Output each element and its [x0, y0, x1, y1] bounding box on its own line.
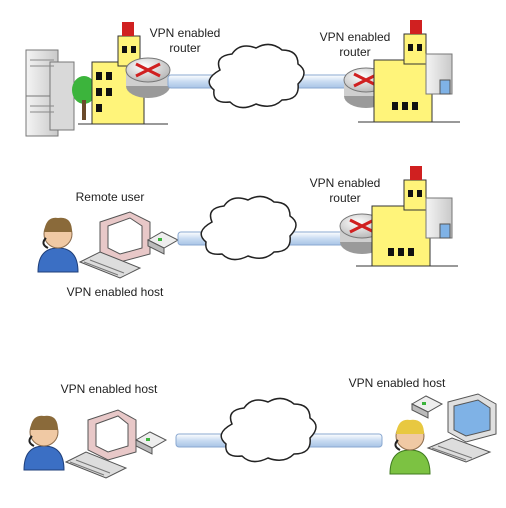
router-icon — [125, 57, 171, 98]
tree-icon — [72, 76, 96, 120]
cloud-icon — [208, 43, 305, 109]
modem-icon — [134, 431, 168, 455]
label-scenario1-right: VPN enabled router — [319, 30, 391, 59]
user-icon — [37, 217, 79, 273]
label-scenario2-remote-user: Remote user — [75, 190, 145, 204]
cloud-icon — [220, 397, 317, 463]
server-icon — [425, 53, 453, 95]
user-icon — [23, 415, 65, 471]
computer-icon — [426, 393, 497, 463]
user-icon — [389, 419, 431, 475]
computer-icon — [64, 409, 137, 479]
computer-icon — [78, 211, 151, 279]
cloud-icon — [200, 195, 297, 261]
label-scenario2-host: VPN enabled host — [66, 285, 164, 299]
modem-icon — [146, 231, 180, 255]
server-icon — [25, 49, 75, 137]
building-icon — [356, 166, 458, 267]
label-scenario2-router: VPN enabled router — [309, 176, 381, 205]
server-icon — [425, 197, 453, 239]
modem-icon — [410, 395, 444, 419]
building-icon — [358, 20, 460, 123]
label-scenario3-right-host: VPN enabled host — [348, 376, 446, 390]
label-scenario3-left-host: VPN enabled host — [60, 382, 158, 396]
label-scenario1-left: VPN enabled router — [149, 26, 221, 55]
